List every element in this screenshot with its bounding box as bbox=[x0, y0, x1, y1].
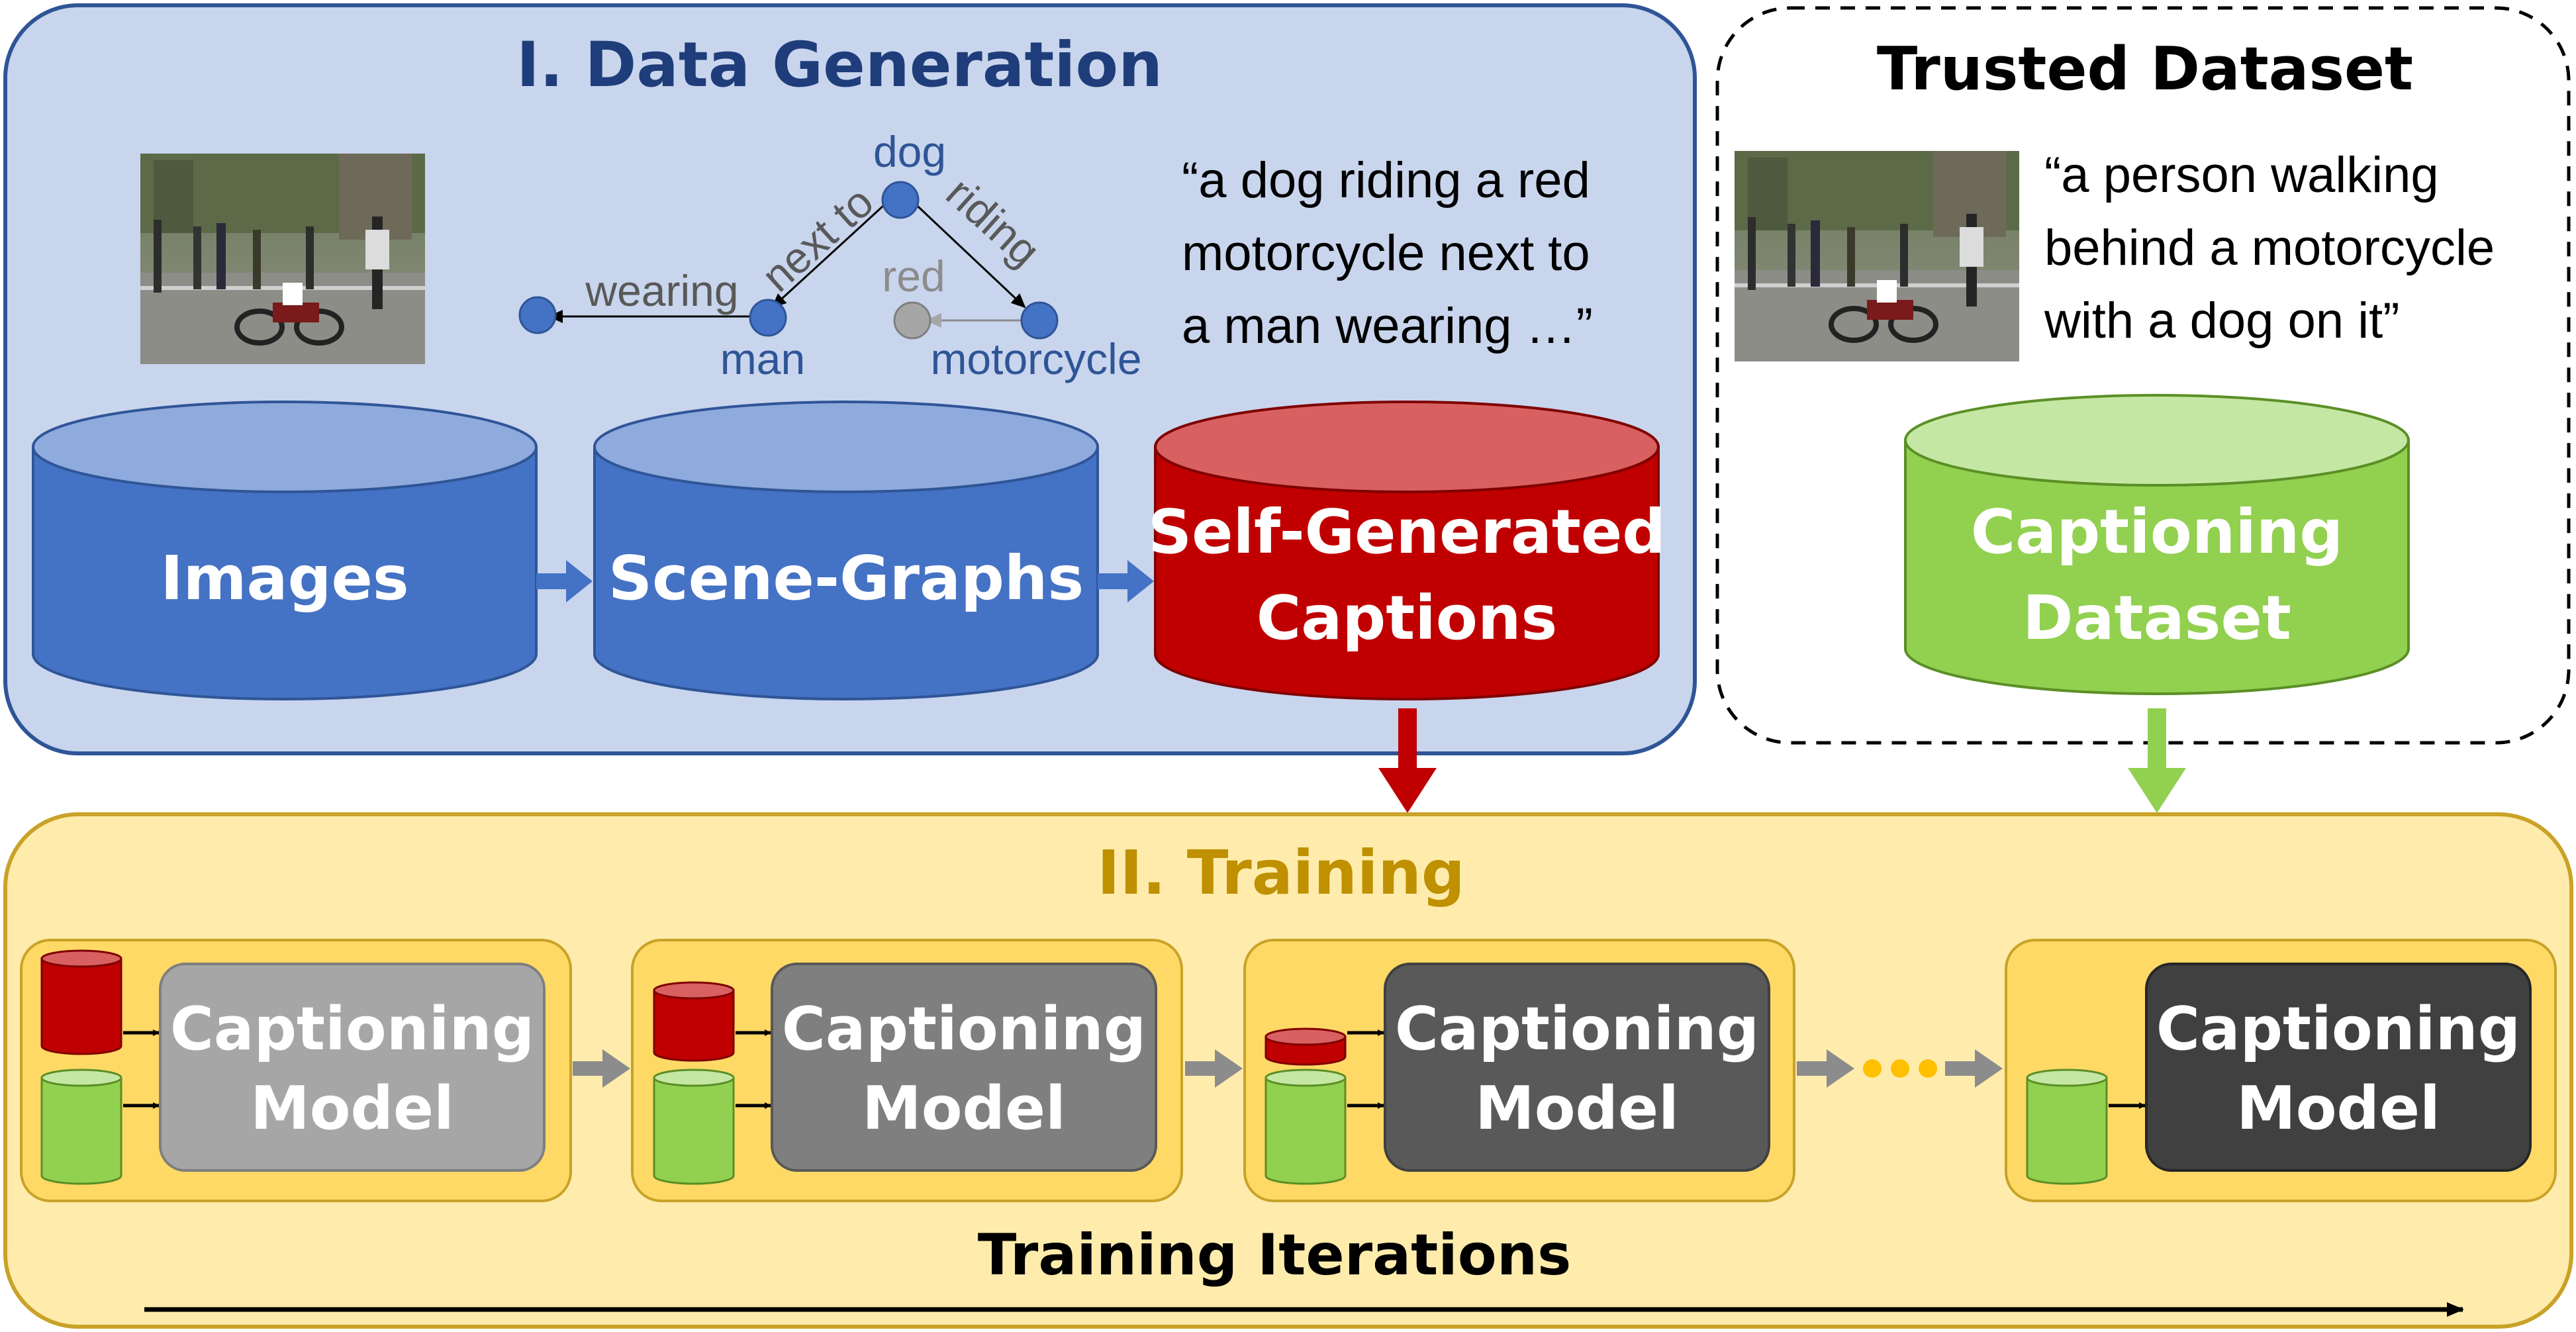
trusted-caption-quote: “a person walking behind a motorcycle wi… bbox=[2044, 147, 2495, 349]
trusted-quote-line-1: “a person walking bbox=[2044, 147, 2439, 203]
node-red-label: red bbox=[882, 252, 945, 301]
edge-wearing-label: wearing bbox=[585, 266, 738, 315]
generated-quote-line-3: a man wearing …” bbox=[1182, 298, 1593, 354]
training-title: II. Training bbox=[1097, 837, 1464, 908]
captioning-dataset-label-line-2: Dataset bbox=[2023, 583, 2291, 653]
ellipsis-dots bbox=[1863, 1059, 1937, 1078]
trusted-dataset-title: Trusted Dataset bbox=[1877, 34, 2413, 104]
trusted-quote-line-3: with a dog on it” bbox=[2044, 293, 2400, 349]
model-3-label-line-2: Model bbox=[1475, 1074, 1679, 1143]
captioning-model-1 bbox=[159, 963, 546, 1172]
arrow-icon bbox=[1098, 560, 1154, 602]
captioning-dataset-database: Captioning Dataset bbox=[1904, 394, 2410, 695]
captioning-dataset-label-line-1: Captioning bbox=[1971, 497, 2344, 567]
generated-quote-line-1: “a dog riding a red bbox=[1182, 152, 1590, 209]
captions-label-line-1: Self-Generated bbox=[1148, 497, 1666, 567]
node-red-circle bbox=[893, 301, 931, 340]
model-final-label-line-1: Captioning bbox=[2156, 994, 2520, 1064]
training-iteration-3: Captioning Model bbox=[1243, 939, 1795, 1202]
captioning-model-final bbox=[2145, 963, 2532, 1172]
arrow-icon bbox=[1945, 1049, 2003, 1088]
arrow-icon bbox=[573, 1049, 630, 1088]
arrow-icon bbox=[1797, 1049, 1854, 1088]
trusted-quote-line-2: behind a motorcycle bbox=[2044, 220, 2495, 276]
training-iteration-1: Captioning Model bbox=[20, 939, 572, 1202]
data-generation-title: I. Data Generation bbox=[516, 29, 1163, 101]
arrow-icon bbox=[536, 560, 593, 602]
street-scene-photo bbox=[1735, 151, 2019, 361]
model-3-label-line-1: Captioning bbox=[1395, 994, 1759, 1064]
node-dog-circle bbox=[881, 181, 920, 219]
arrow-icon bbox=[1185, 1049, 1243, 1088]
training-iteration-final: Captioning Model bbox=[2005, 939, 2557, 1202]
model-final-label-line-2: Model bbox=[2236, 1074, 2440, 1143]
node-dog-label: dog bbox=[873, 127, 946, 176]
captions-label-line-2: Captions bbox=[1257, 583, 1557, 653]
node-motorcycle-label: motorcycle bbox=[930, 334, 1141, 383]
model-1-label-line-2: Model bbox=[250, 1074, 454, 1143]
images-database: Images bbox=[32, 401, 538, 700]
model-2-label-line-1: Captioning bbox=[782, 994, 1146, 1064]
arrow-icon bbox=[1378, 708, 1437, 813]
model-1-label-line-1: Captioning bbox=[170, 994, 534, 1064]
self-generated-captions-database: Self-Generated Captions bbox=[1148, 401, 1666, 700]
captioning-model-3 bbox=[1384, 963, 1770, 1172]
node-motorcycle-circle bbox=[1020, 301, 1059, 340]
generated-quote-line-2: motorcycle next to bbox=[1182, 225, 1590, 281]
captioning-model-2 bbox=[771, 963, 1157, 1172]
node-man-label: man bbox=[720, 334, 805, 383]
street-scene-photo bbox=[140, 154, 425, 364]
scene-graphs-database: Scene-Graphs bbox=[593, 401, 1099, 700]
node-wearing-target-circle bbox=[518, 296, 557, 334]
images-label: Images bbox=[160, 543, 408, 614]
generated-caption-quote: “a dog riding a red motorcycle next to a… bbox=[1182, 152, 1593, 354]
arrow-icon bbox=[2128, 708, 2186, 813]
scene-graphs-label: Scene-Graphs bbox=[608, 543, 1084, 614]
node-man-circle bbox=[749, 299, 787, 337]
model-2-label-line-2: Model bbox=[862, 1074, 1066, 1143]
training-iterations-label: Training Iterations bbox=[978, 1222, 1572, 1288]
training-iteration-2: Captioning Model bbox=[631, 939, 1183, 1202]
